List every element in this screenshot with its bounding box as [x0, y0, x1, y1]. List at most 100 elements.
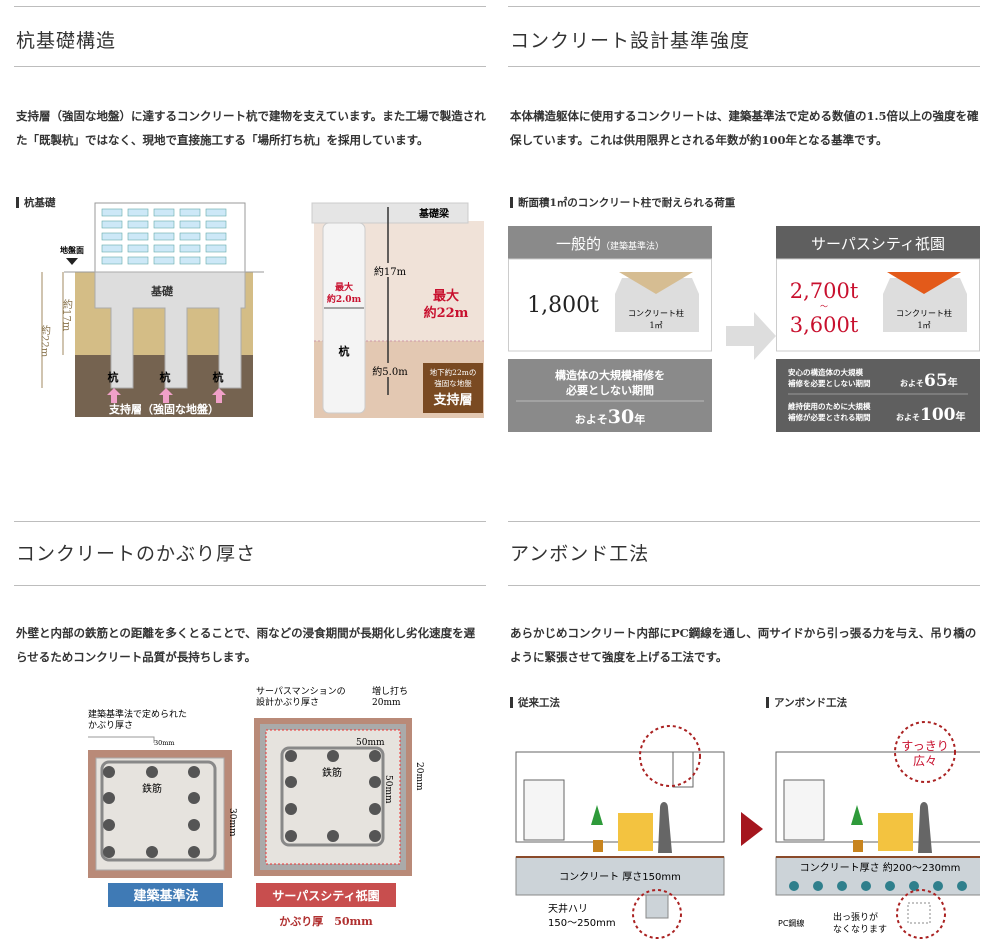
divider: [14, 66, 486, 67]
surpass-note: 補修を必要としない期間: [787, 378, 871, 388]
divider: [508, 6, 980, 7]
section-title: コンクリートのかぶり厚さ: [16, 543, 257, 565]
callout-text: 設計かぶり厚さ: [256, 696, 319, 708]
pile-section: 杭基礎構造 支持層（強固な地盤）に達するコンクリート杭で建物を支えています。また…: [14, 0, 486, 430]
general-note: 必要としない期間: [565, 383, 654, 397]
surpass-note: 安心の構造体の大規模: [788, 367, 863, 377]
dimension-label: 50mm: [383, 775, 393, 804]
general-heading-note: （建築基準法）: [601, 240, 664, 252]
surpass-note: 維持使用のために大規模: [788, 401, 871, 411]
bearing-box-title: 支持層: [432, 392, 472, 408]
unbond-diagram: コンクリート 厚さ150mm 天井ハリ 150～250mm コンクリート厚さ 約…: [515, 721, 980, 939]
beam-label: 天井ハリ: [548, 902, 588, 915]
dimension-label: 20mm: [414, 762, 424, 791]
section-title: 杭基礎構造: [16, 30, 117, 52]
callout-text: 増し打ち: [372, 685, 408, 697]
svg-text:およそ30年: およそ30年: [575, 406, 645, 428]
surpass-note: 補修が必要とされる期間: [787, 412, 871, 422]
depth-17-label: 約17m: [61, 298, 73, 332]
surpass-years-65: 65: [924, 371, 948, 391]
subheading: アンボンド工法: [766, 695, 847, 710]
column-area: 1㎡: [917, 321, 930, 330]
surpass-years-100: 100: [920, 405, 956, 425]
rebar-label: 鉄筋: [142, 782, 162, 795]
general-years: 30: [608, 406, 634, 428]
foundation-beam-label: 基礎梁: [418, 207, 450, 220]
foundation-label: 基礎: [150, 284, 174, 298]
slab-thickness-label: コンクリート 厚さ150mm: [559, 871, 681, 883]
dimension-label: 30mm: [227, 808, 237, 837]
column-label: コンクリート柱: [896, 308, 952, 318]
rebar-label: 鉄筋: [322, 766, 342, 779]
svg-text:およそ100年: およそ100年: [896, 405, 966, 425]
dimension-label: 50mm: [356, 738, 385, 748]
pile-diagram: 基礎 杭 杭 杭 支持層（強固な地盤） 地盤面 約22m 約17m 基礎梁 最大…: [39, 202, 484, 418]
callout-text: 建築基準法で定められた: [88, 708, 187, 720]
svg-text:およそ65年: およそ65年: [900, 371, 958, 391]
spacious-label: すっきり: [901, 739, 949, 753]
arrow-right-icon: [741, 812, 763, 846]
svg-text:一般的（建築基準法）: 一般的（建築基準法）: [556, 235, 664, 253]
callout-text: かぶり厚さ: [88, 720, 133, 731]
standard-label: 建築基準法: [133, 888, 198, 904]
divider: [508, 585, 980, 586]
load-comparison-diagram: 一般的（建築基準法） 1,800t コンクリート柱 1㎡ 構造体の大規模補修を …: [508, 226, 980, 432]
section-text: 支持層（強固な地盤）に達するコンクリート杭で建物を支えています。また工場で製造さ…: [16, 109, 486, 147]
divider: [508, 66, 980, 67]
cover-section: コンクリートのかぶり厚さ 外壁と内部の鉄筋との距離を多くとることで、雨などの浸食…: [14, 515, 486, 939]
callout-text: 20mm: [372, 698, 401, 708]
pile-label: 杭: [213, 370, 224, 384]
subheading: 断面積1㎡のコンクリート柱で耐えられる荷重: [510, 195, 735, 210]
slab-thickness-label: コンクリート厚さ 約200～230mm: [800, 861, 961, 874]
subheading: 杭基礎: [16, 195, 56, 210]
triangle-down-icon: [66, 258, 78, 265]
note-label: 出っ張りが: [833, 911, 878, 923]
cover-thickness-diagram: 建築基準法で定められた かぶり厚さ 30mm 鉄筋 30mm サーパスマンション…: [88, 685, 424, 928]
surpass-label: サーパスシティ祇園: [272, 888, 379, 903]
range-tilde: ～: [820, 302, 828, 311]
section-text: あらかじめコンクリート内部にPC鋼線を通し、両サイドから引っ張る力を与え、吊り橋…: [510, 626, 977, 664]
pile-label: 杭: [339, 344, 350, 358]
length-17-label: 約17m: [374, 265, 407, 278]
divider: [14, 6, 486, 7]
max-depth-label: 最大: [433, 288, 459, 304]
depth-22-label: 約22m: [39, 324, 51, 358]
bearing-layer-label: 支持層（強固な地盤）: [108, 402, 219, 416]
section-text: 外壁と内部の鉄筋との距離を多くとることで、雨などの浸食期間が長期化し劣化速度を遅…: [16, 626, 476, 664]
cover-thickness-value: かぶり厚 50mm: [279, 915, 373, 928]
arrow-right-icon: [726, 312, 776, 360]
ground-level-label: 地盤面: [60, 245, 84, 255]
divider: [508, 521, 980, 522]
callout-text: サーパスマンションの: [256, 686, 346, 697]
pile-label: 杭: [108, 370, 119, 384]
bearing-box-text: 地下約22mの: [430, 367, 477, 377]
subheading: 従来工法: [510, 695, 560, 710]
max-depth-value: 約22m: [424, 305, 469, 321]
column-area: 1㎡: [649, 321, 662, 330]
section-text: 本体構造躯体に使用するコンクリートは、建築基準法で定める数値の1.5倍以上の強度…: [510, 109, 979, 147]
arrow-up-icon: [107, 388, 226, 403]
max-diameter-value: 約2.0m: [327, 293, 362, 305]
surpass-heading: サーパスシティ祇園: [811, 235, 945, 253]
spacious-label: 広々: [913, 754, 937, 768]
dimension-label: 30mm: [154, 739, 175, 747]
strength-section: コンクリート設計基準強度 本体構造躯体に使用するコンクリートは、建築基準法で定め…: [508, 0, 980, 440]
bearing-box-text: 強固な地盤: [434, 378, 472, 388]
length-5-label: 約5.0m: [372, 365, 408, 378]
divider: [14, 521, 486, 522]
note-label: なくなります: [833, 924, 887, 935]
column-label: コンクリート柱: [628, 308, 684, 318]
pile-label: 杭: [160, 370, 171, 384]
surpass-load-max: 3,600t: [790, 313, 859, 337]
general-load-value: 1,800t: [527, 293, 599, 318]
section-title: アンボンド工法: [510, 543, 650, 565]
max-diameter-label: 最大: [335, 281, 353, 293]
general-heading: 一般的: [556, 235, 601, 253]
general-note: 構造体の大規模補修を: [555, 368, 665, 382]
beam-size-label: 150～250mm: [548, 918, 616, 929]
divider: [14, 585, 486, 586]
pc-wire-label: PC鋼線: [778, 918, 804, 928]
section-title: コンクリート設計基準強度: [510, 30, 751, 52]
surpass-load-min: 2,700t: [790, 279, 859, 303]
unbond-section: アンボンド工法 あらかじめコンクリート内部にPC鋼線を通し、両サイドから引っ張る…: [508, 515, 980, 939]
